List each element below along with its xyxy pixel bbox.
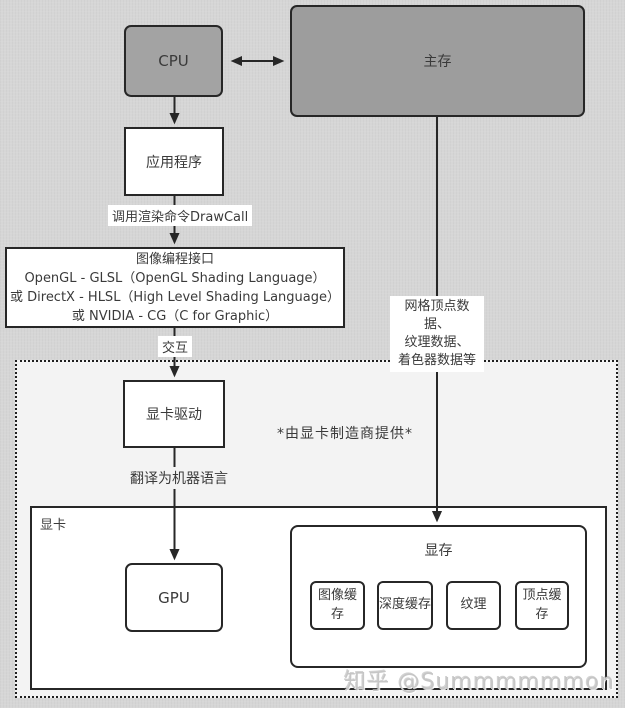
watermark: 知乎 @Summmmmmon (344, 670, 615, 695)
application-box: 应用程序 (124, 127, 224, 196)
vram-label: 显存 (424, 543, 453, 559)
depth-buffer-box: 深度缓存 (377, 581, 433, 630)
cpu-box: CPU (124, 25, 223, 97)
driver-box: 显卡驱动 (123, 380, 225, 448)
main-memory-box: 主存 (290, 5, 585, 117)
depth-buffer-label: 深度缓存 (379, 597, 432, 613)
frame-buffer-box: 图像缓存 (310, 581, 365, 630)
gpu-box: GPU (125, 563, 223, 632)
interact-label: 交互 (158, 336, 193, 357)
graphics-api-line-opengl: OpenGL - GLSL（OpenGL Shading Language） (24, 270, 326, 286)
graphics-card-label: 显卡 (40, 518, 67, 533)
mesh-data-label: 网格顶点数据、 纹理数据、 着色器数据等 (390, 296, 484, 372)
mesh-data-line-1: 网格顶点数据、 (404, 299, 470, 332)
graphics-api-box: 图像编程接口 OpenGL - GLSL（OpenGL Shading Lang… (5, 247, 345, 328)
drawcall-label: 调用渲染命令DrawCall (108, 205, 253, 226)
translate-label: 翻译为机器语言 (126, 467, 232, 489)
cpu-label: CPU (158, 52, 189, 70)
vendor-note: *由显卡制造商提供* (277, 426, 413, 442)
graphics-api-title: 图像编程接口 (135, 251, 214, 267)
graphics-api-line-nvidia: 或 NVIDIA - CG（C for Graphic） (71, 308, 279, 324)
frame-buffer-label: 图像缓存 (317, 588, 357, 622)
main-memory-label: 主存 (423, 54, 452, 70)
texture-label: 纹理 (460, 597, 487, 613)
graphics-api-line-directx: 或 DirectX - HLSL（High Level Shading Lang… (10, 289, 340, 305)
driver-label: 显卡驱动 (146, 407, 202, 423)
vertex-buffer-label: 顶点缓存 (522, 588, 562, 622)
texture-box: 纹理 (446, 581, 501, 630)
mesh-data-line-2: 纹理数据、 (404, 335, 470, 350)
mesh-data-line-3: 着色器数据等 (397, 353, 476, 368)
vertex-buffer-box: 顶点缓存 (515, 581, 569, 630)
gpu-label: GPU (158, 588, 190, 607)
application-label: 应用程序 (146, 154, 202, 171)
